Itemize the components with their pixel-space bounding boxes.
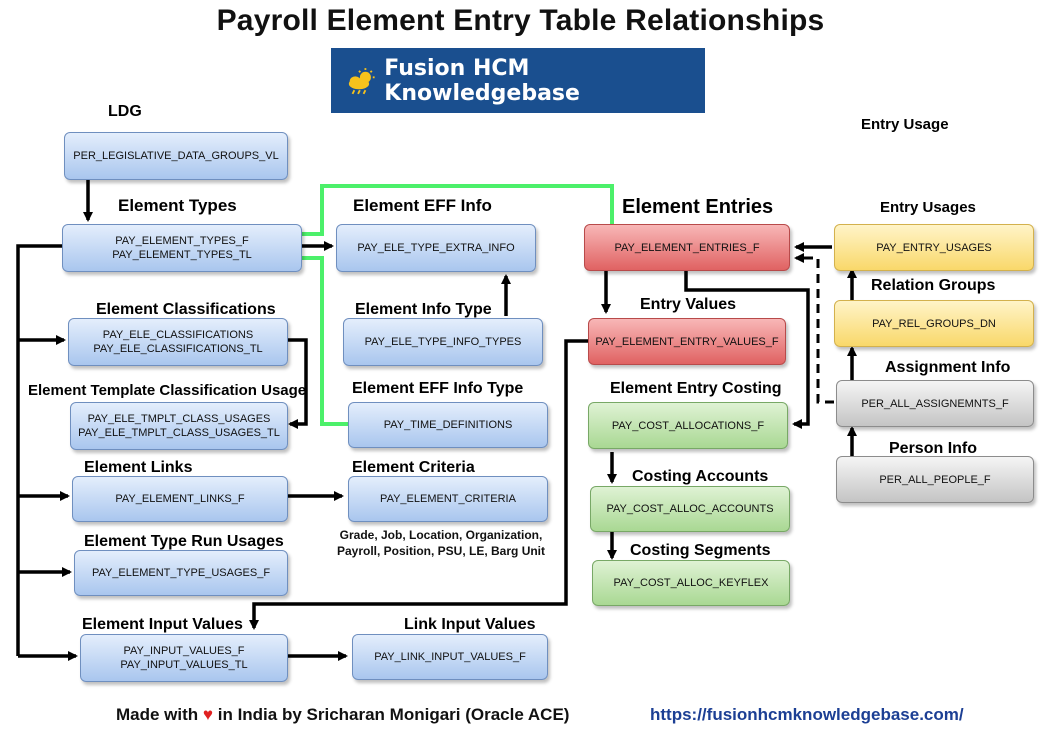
box-line: PAY_REL_GROUPS_DN [872,317,996,330]
box-line: PAY_ELEMENT_TYPE_USAGES_F [91,567,271,579]
box-pay-cost-alloc-keyflex[interactable]: PAY_COST_ALLOC_KEYFLEX [592,560,790,606]
connector-entryvalues-input [249,339,588,630]
label-element-eff-info-type: Element EFF Info Type [352,380,524,397]
box-per-legislative-data-groups-vl[interactable]: PER_LEGISLATIVE_DATA_GROUPS_VL [64,132,288,180]
box-line: PER_LEGISLATIVE_DATA_GROUPS_VL [73,150,279,162]
box-pay-link-input-values-f[interactable]: PAY_LINK_INPUT_VALUES_F [352,634,548,680]
box-pay-ele-classifications[interactable]: PAY_ELE_CLASSIFICATIONS PAY_ELE_CLASSIFI… [68,318,288,366]
box-line: PAY_ELE_TYPE_INFO_TYPES [364,336,522,348]
box-line: PAY_ELEMENT_ENTRIES_F [614,241,760,254]
box-line: PAY_INPUT_VALUES_TL [120,659,248,671]
box-line: PER_ALL_ASSIGNEMNTS_F [861,397,1009,410]
footer-url-link[interactable]: https://fusionhcmknowledgebase.com/ [650,705,964,724]
connector-assign-entries-dashed [794,253,834,404]
connector-left-spine [16,244,62,656]
box-line: PAY_ELEMENT_CRITERIA [380,493,516,505]
box-pay-input-values[interactable]: PAY_INPUT_VALUES_F PAY_INPUT_VALUES_TL [80,634,288,682]
box-pay-ele-type-extra-info[interactable]: PAY_ELE_TYPE_EXTRA_INFO [336,224,536,272]
logo-banner: Fusion HCM Knowledgebase [331,48,705,113]
box-pay-time-definitions[interactable]: PAY_TIME_DEFINITIONS [348,402,548,448]
footer-made-with: Made with [116,705,199,724]
label-element-criteria: Element Criteria [352,459,475,476]
label-element-entry-costing: Element Entry Costing [610,380,782,397]
box-pay-ele-type-info-types[interactable]: PAY_ELE_TYPE_INFO_TYPES [343,318,543,366]
box-line: PAY_ELE_TMPLT_CLASS_USAGES_TL [78,427,280,439]
label-element-info-type: Element Info Type [355,301,492,318]
box-pay-element-entry-values-f[interactable]: PAY_ELEMENT_ENTRY_VALUES_F [588,318,786,365]
sun-cloud-icon [348,67,375,94]
footer-credit: Made with ♥ in India by Sricharan Moniga… [116,705,569,725]
box-pay-ele-tmplt-class-usages[interactable]: PAY_ELE_TMPLT_CLASS_USAGES PAY_ELE_TMPLT… [70,402,288,450]
label-element-template-classification-usage: Element Template Classification Usage [28,382,307,399]
label-entry-values: Entry Values [640,296,737,313]
label-element-classifications: Element Classifications [96,301,276,318]
box-pay-entry-usages[interactable]: PAY_ENTRY_USAGES [834,224,1034,271]
box-line: PAY_ELE_CLASSIFICATIONS [102,329,254,341]
criteria-note: Grade, Job, Location, Organization, Payr… [316,527,566,559]
criteria-note-line: Payroll, Position, PSU, LE, Barg Unit [336,544,546,558]
label-element-types: Element Types [118,196,237,215]
box-line: PAY_ELE_TMPLT_CLASS_USAGES [87,413,271,425]
label-assignment-info: Assignment Info [885,359,1011,376]
label-element-type-run-usages: Element Type Run Usages [84,533,284,550]
box-line: PAY_ENTRY_USAGES [876,241,992,254]
box-line: PAY_ELE_TYPE_EXTRA_INFO [357,242,515,254]
label-ldg: LDG [108,103,142,120]
box-line: PAY_ELEMENT_LINKS_F [115,493,245,505]
box-pay-element-types[interactable]: PAY_ELEMENT_TYPES_F PAY_ELEMENT_TYPES_TL [62,224,302,272]
label-element-input-values: Element Input Values [82,616,243,633]
connector-green-timedef-types [292,253,348,426]
box-pay-element-links-f[interactable]: PAY_ELEMENT_LINKS_F [72,476,288,522]
label-element-links: Element Links [84,459,193,476]
box-line: PAY_COST_ALLOC_ACCOUNTS [606,503,774,515]
box-pay-element-type-usages-f[interactable]: PAY_ELEMENT_TYPE_USAGES_F [74,550,288,596]
box-line: PER_ALL_PEOPLE_F [879,473,991,486]
heart-icon: ♥ [202,705,213,724]
box-line: PAY_COST_ALLOCATIONS_F [611,419,765,432]
label-relation-groups: Relation Groups [871,277,996,294]
connector-entries-costing [684,271,810,429]
label-entry-usages: Entry Usages [880,199,976,216]
criteria-note-line: Grade, Job, Location, Organization, [339,528,543,542]
box-pay-element-criteria[interactable]: PAY_ELEMENT_CRITERIA [348,476,548,522]
box-line: PAY_ELEMENT_ENTRY_VALUES_F [595,335,779,348]
box-per-all-people-f[interactable]: PER_ALL_PEOPLE_F [836,456,1034,503]
label-costing-accounts: Costing Accounts [632,468,769,485]
connector-green-entries-types [292,184,614,239]
box-line: PAY_ELEMENT_TYPES_TL [112,249,252,261]
label-link-input-values: Link Input Values [404,616,536,633]
label-element-entries: Element Entries [622,196,774,218]
box-pay-cost-alloc-accounts[interactable]: PAY_COST_ALLOC_ACCOUNTS [590,486,790,532]
box-line: PAY_LINK_INPUT_VALUES_F [374,651,526,663]
box-line: PAY_INPUT_VALUES_F [123,645,245,657]
logo-text: Fusion HCM Knowledgebase [384,55,580,106]
box-pay-cost-allocations-f[interactable]: PAY_COST_ALLOCATIONS_F [588,402,788,449]
box-line: PAY_COST_ALLOC_KEYFLEX [613,577,769,589]
label-costing-segments: Costing Segments [630,542,771,559]
page-title: Payroll Element Entry Table Relationship… [216,4,825,37]
box-line: PAY_ELE_CLASSIFICATIONS_TL [93,343,263,355]
box-line: PAY_ELEMENT_TYPES_F [115,235,249,247]
box-line: PAY_TIME_DEFINITIONS [383,419,513,431]
box-pay-element-entries-f[interactable]: PAY_ELEMENT_ENTRIES_F [584,224,790,271]
label-element-eff-info: Element EFF Info [353,196,492,215]
box-pay-rel-groups-dn[interactable]: PAY_REL_GROUPS_DN [834,300,1034,347]
box-per-all-assignemnts-f[interactable]: PER_ALL_ASSIGNEMNTS_F [836,380,1034,427]
label-person-info: Person Info [889,440,978,457]
label-entry-usage: Entry Usage [861,116,949,133]
connector-class-tmplt [288,338,308,429]
footer-credit-rest: in India by Sricharan Monigari (Oracle A… [217,705,570,724]
